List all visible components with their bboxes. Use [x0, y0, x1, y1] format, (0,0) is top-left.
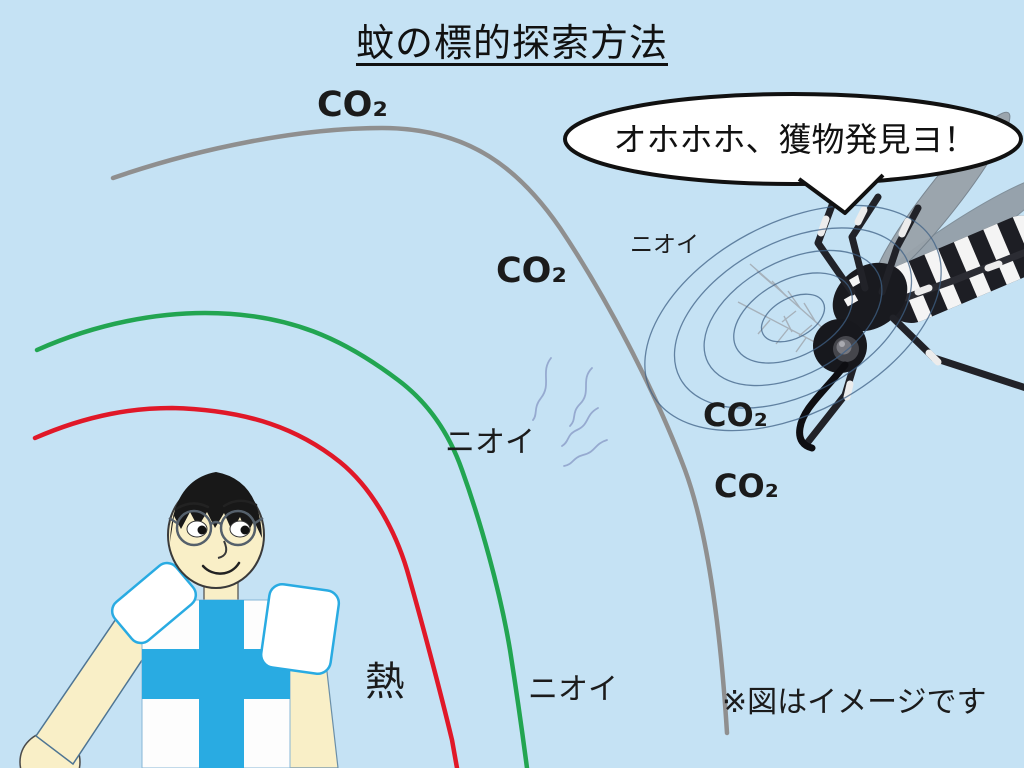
person-nose [217, 540, 228, 559]
person-eyebrows [174, 499, 258, 511]
odor-sensing-rings [644, 204, 942, 432]
person-hair [170, 472, 262, 542]
speech-bubble [563, 92, 1023, 215]
label-co2-mid: CO₂ [496, 251, 567, 291]
person-mouth [201, 561, 241, 575]
mosquito-leg-over-abdomen [881, 249, 1024, 309]
person-eyes [186, 520, 251, 538]
mosquito-leg-bands [817, 206, 942, 401]
label-co2-top: CO₂ [317, 85, 388, 125]
label-nioi-bottom: ニオイ [528, 672, 618, 707]
speech-bubble-text: オホホホ、獲物発見ヨ！ [613, 119, 977, 159]
heat-zone-curve [32, 405, 460, 768]
label-nioi-near-mosquito: ニオイ [630, 232, 699, 258]
mosquito-abdomen [881, 206, 1024, 328]
person-right-shoulder-pad [259, 582, 341, 676]
person-left-shoulder-pad [110, 561, 198, 645]
label-nioi-mid: ニオイ [445, 425, 535, 460]
label-co2-right-upper: CO₂ [703, 396, 768, 434]
diagram-title: 蚊の標的探索方法 [355, 21, 668, 65]
mosquito-eye-glint [839, 341, 845, 347]
odor-zone-curve [34, 310, 530, 768]
label-image-disclaimer: ※図はイメージです [722, 685, 987, 720]
person-figure [19, 472, 341, 768]
person-glasses [168, 509, 264, 547]
label-co2-right-lower: CO₂ [714, 467, 779, 505]
co2-plume-curve [110, 125, 730, 736]
label-heat: 熱 [365, 659, 405, 705]
odor-squiggles [532, 357, 608, 467]
